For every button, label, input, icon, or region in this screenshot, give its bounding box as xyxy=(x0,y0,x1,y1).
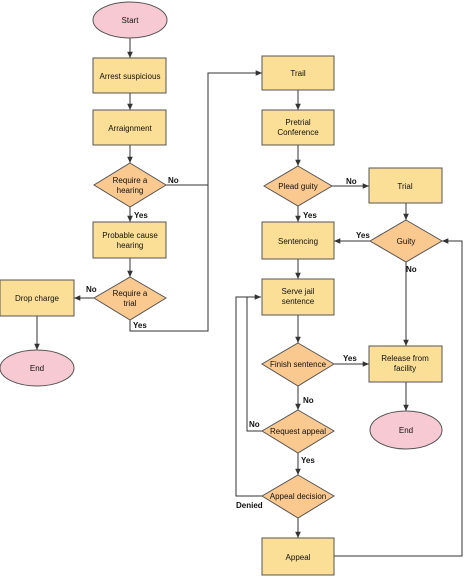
node-serve-jail: Serve jail sentence xyxy=(261,278,335,316)
node-guilty-label: Guity xyxy=(397,237,416,246)
edge-label-finish-no: No xyxy=(303,396,314,405)
node-appeal: Appeal xyxy=(261,537,335,576)
node-release-label-2: facility xyxy=(394,364,416,373)
node-require-trial: Require a trial xyxy=(93,276,167,321)
edge-label-guilty-no: No xyxy=(406,265,417,274)
edge-label-trial-yes: Yes xyxy=(133,321,147,330)
node-appeal-decision: Appeal decision xyxy=(261,474,335,519)
node-end-right: End xyxy=(369,410,443,450)
edge-label-plead-yes: Yes xyxy=(303,211,317,220)
node-arraignment-label: Arraignment xyxy=(108,124,152,133)
edge-request-appeal-serve-jail xyxy=(246,294,262,432)
node-serve-jail-label-2: sentence xyxy=(282,297,315,306)
node-guilty: Guity xyxy=(369,219,443,263)
edge-decision-serve-jail xyxy=(235,296,262,497)
edge-label-hearing-no: No xyxy=(168,176,179,185)
node-plead-guilty: Plead guity xyxy=(263,165,333,207)
edge-appeal-guilty xyxy=(334,238,463,557)
edge-label-trial-no: No xyxy=(86,285,97,294)
node-arrest-label: Arrest suspicious xyxy=(100,72,161,81)
node-sentencing-label: Sentencing xyxy=(278,237,318,246)
node-arraignment: Arraignment xyxy=(92,109,167,146)
node-trial: Trial xyxy=(368,167,443,204)
node-pretrial: Pretrial Conference xyxy=(261,109,335,146)
node-trail: Trail xyxy=(261,55,335,91)
node-end-left-label: End xyxy=(30,364,44,373)
node-start-label: Start xyxy=(122,16,140,25)
node-appeal-label: Appeal xyxy=(286,553,311,562)
node-trail-label: Trail xyxy=(290,69,305,78)
edge-label-finish-yes: Yes xyxy=(343,354,357,363)
node-start: Start xyxy=(92,1,168,39)
node-arrest: Arrest suspicious xyxy=(92,57,167,94)
node-probable-cause: Probable cause hearing xyxy=(92,221,167,259)
edge-labels: No Yes No Yes No Yes Yes No Yes No No Ye… xyxy=(86,176,417,510)
node-drop-charge: Drop charge xyxy=(0,279,75,317)
edge-label-denied: Denied xyxy=(236,501,263,510)
edge-label-guilty-yes: Yes xyxy=(356,231,370,240)
node-request-appeal-label: Request appeal xyxy=(270,427,326,436)
edge-require-trial-trail xyxy=(129,185,209,332)
node-probable-cause-label-2: hearing xyxy=(117,241,144,250)
node-require-hearing-label-2: hearing xyxy=(117,186,144,195)
node-require-trial-label-1: Require a xyxy=(113,289,148,298)
node-require-hearing-label-1: Require a xyxy=(113,176,148,185)
node-require-hearing: Require a hearing xyxy=(93,162,167,208)
node-trial-label: Trial xyxy=(397,182,412,191)
node-sentencing: Sentencing xyxy=(261,221,335,260)
node-end-right-label: End xyxy=(399,426,413,435)
edge-label-appeal-no: No xyxy=(249,420,260,429)
node-finish-sentence-label: Finish sentence xyxy=(270,360,327,369)
node-finish-sentence: Finish sentence xyxy=(261,342,335,387)
edge-label-hearing-yes: Yes xyxy=(134,211,148,220)
node-release-label-1: Release from xyxy=(381,354,429,363)
node-pretrial-label-1: Pretrial xyxy=(285,118,311,127)
node-appeal-decision-label: Appeal decision xyxy=(270,492,326,501)
edge-require-hearing-trail xyxy=(166,70,262,186)
node-pretrial-label-2: Conference xyxy=(277,128,319,137)
node-release: Release from facility xyxy=(368,345,443,383)
edge-label-appeal-yes: Yes xyxy=(301,456,315,465)
edge-label-plead-no: No xyxy=(346,177,357,186)
node-probable-cause-label-1: Probable cause xyxy=(102,231,158,240)
node-require-trial-label-2: trial xyxy=(124,299,137,308)
node-end-left: End xyxy=(0,349,75,387)
node-serve-jail-label-1: Serve jail xyxy=(282,287,315,296)
edges xyxy=(34,38,463,557)
node-plead-guilty-label: Plead guity xyxy=(278,182,318,191)
node-request-appeal: Request appeal xyxy=(261,409,335,454)
node-drop-charge-label: Drop charge xyxy=(15,294,60,303)
